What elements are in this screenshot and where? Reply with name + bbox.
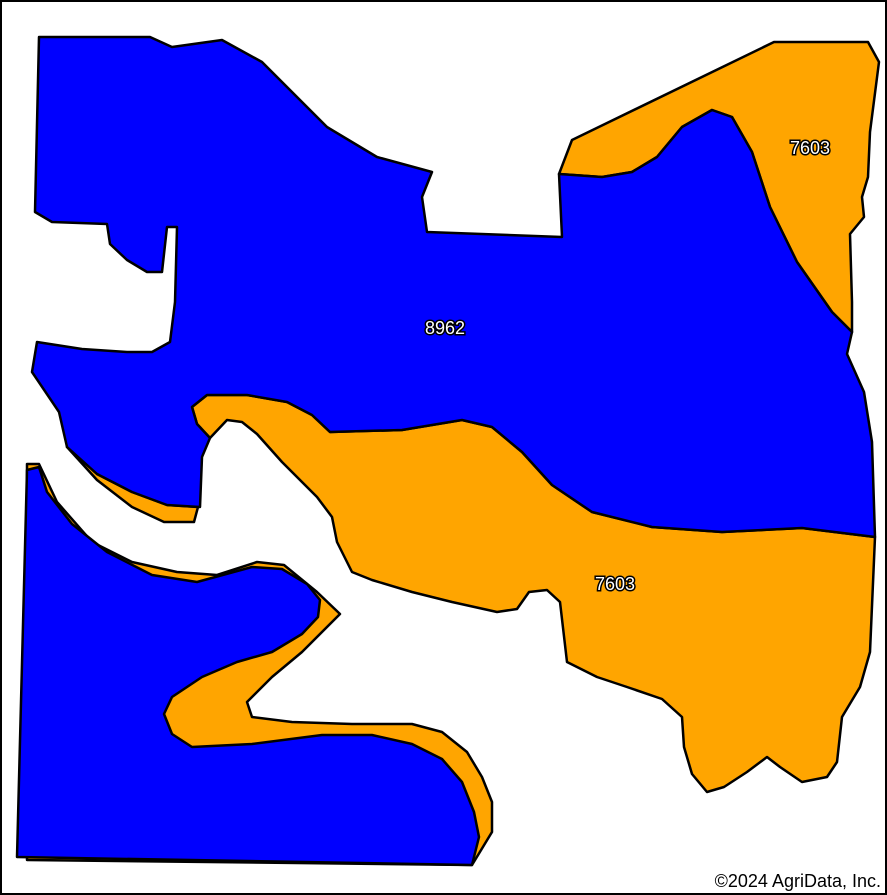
zone-7603-top-right-label: 7603 [790, 138, 830, 158]
zone-8962-main[interactable] [30, 35, 877, 539]
zone-7603-center-label: 7603 [595, 574, 635, 594]
copyright-notice: ©2024 AgriData, Inc. [706, 869, 885, 893]
zone-8962-label: 8962 [425, 318, 465, 338]
zone-8962-lower-left[interactable] [15, 465, 481, 867]
